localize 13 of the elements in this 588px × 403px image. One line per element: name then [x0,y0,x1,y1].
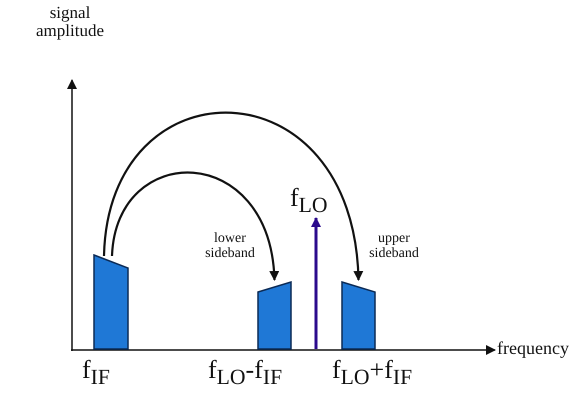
frequency-label: f$_{LO}$+f$_{IF}$ [332,356,412,389]
spectral-band [93,254,129,350]
axis-title: signal amplitude [35,4,105,40]
curved-arrow [102,112,362,281]
carrier-label: f$_{LO}$ [290,184,328,217]
spectral-band [341,281,376,350]
curved-arrow [110,172,278,281]
band-caption: lower sideband [204,232,256,262]
spectral-band [257,281,292,350]
frequency-label: f$_{IF}$ [82,356,110,389]
axis-title: frequency [497,339,570,358]
band-caption: upper sideband [368,232,420,262]
frequency-label: f$_{LO}$-f$_{IF}$ [208,356,282,389]
